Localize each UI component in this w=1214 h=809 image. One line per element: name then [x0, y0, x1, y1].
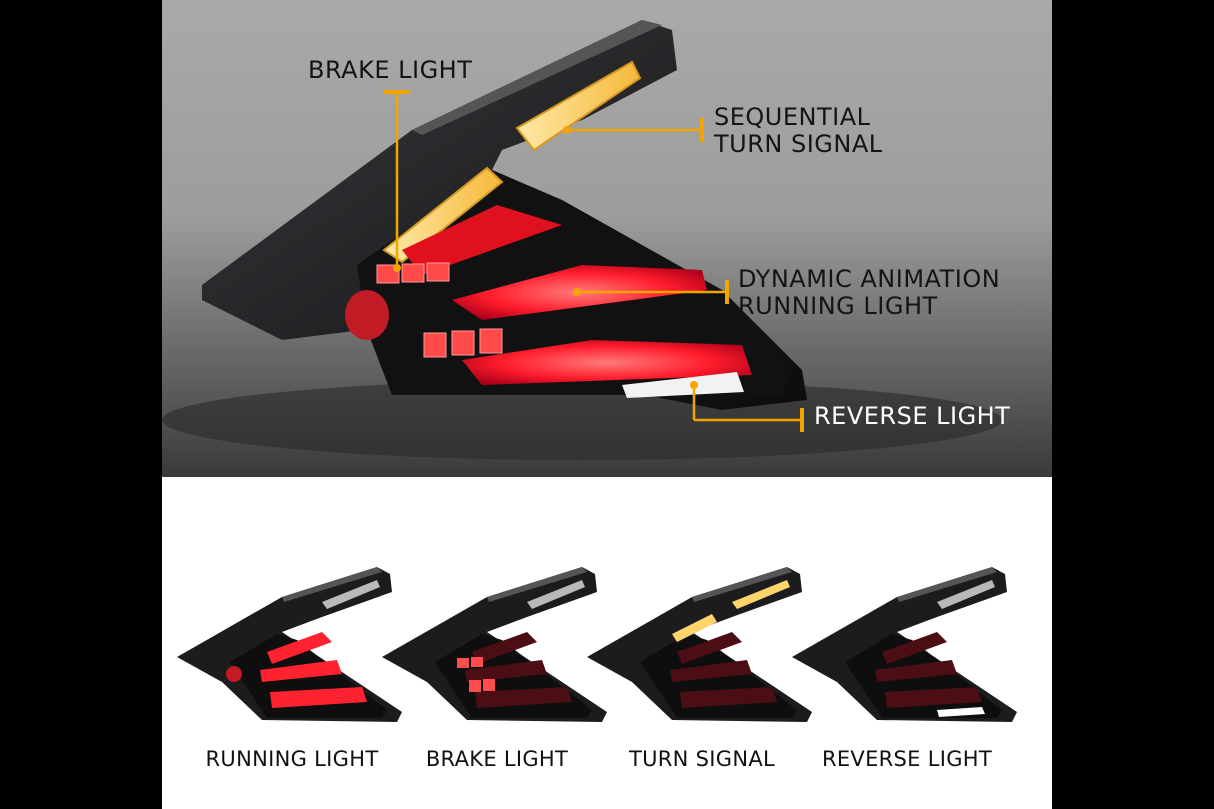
caption-brake-light: BRAKE LIGHT — [425, 747, 569, 771]
running-light-bar-3 — [462, 340, 752, 385]
callout-sequential-line1: SEQUENTIAL — [714, 103, 871, 131]
brake-led-2 — [401, 263, 425, 283]
sequential-turn-signal-led — [515, 60, 642, 152]
callout-brake-light: BRAKE LIGHT — [308, 56, 473, 84]
thumb-brake-light — [382, 567, 607, 722]
reverse-light-led — [622, 372, 744, 398]
mode-comparison-row: RUNNING LIGHT BRAKE LIGHT T — [162, 477, 1052, 809]
product-image-panel: BRAKE LIGHT SEQUENTIAL TURN SIGNAL DYNAM… — [162, 0, 1052, 809]
caption-turn-signal: TURN SIGNAL — [628, 747, 776, 771]
brake-led-3 — [426, 262, 450, 282]
tail-light-hero-illustration — [162, 20, 1002, 460]
brake-led-5 — [451, 330, 475, 356]
brake-led-6 — [479, 328, 503, 354]
caption-running-light: RUNNING LIGHT — [205, 747, 379, 771]
thumb-reverse-light — [792, 567, 1017, 722]
caption-reverse-light: REVERSE LIGHT — [821, 747, 993, 771]
callout-dynamic-line2: RUNNING LIGHT — [738, 292, 938, 320]
hero-photo: BRAKE LIGHT SEQUENTIAL TURN SIGNAL DYNAM… — [162, 0, 1052, 477]
brake-led-4 — [423, 332, 447, 358]
callout-dynamic-line1: DYNAMIC ANIMATION — [738, 265, 1001, 293]
callout-leaders — [384, 90, 804, 432]
callout-reverse-light: REVERSE LIGHT — [814, 402, 1011, 430]
running-light-bar-1 — [402, 205, 562, 275]
callout-sequential-line2: TURN SIGNAL — [714, 130, 883, 158]
thumb-running-light — [177, 567, 402, 722]
thumb-turn-signal — [587, 567, 812, 722]
side-reflector — [345, 290, 389, 340]
